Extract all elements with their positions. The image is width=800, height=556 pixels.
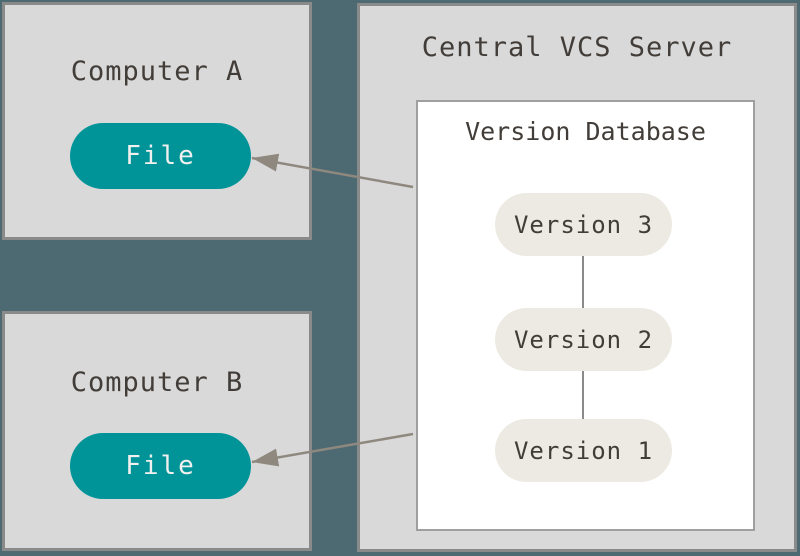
version-connector-2-1 (582, 371, 584, 419)
version-node-3-label: Version 3 (513, 210, 654, 239)
file-node-b-label: File (125, 451, 196, 481)
version-connector-3-2 (582, 256, 584, 308)
version-node-1: Version 1 (495, 419, 672, 482)
version-node-1-label: Version 1 (513, 436, 654, 465)
computer-a-panel: Computer A File (2, 2, 312, 240)
version-node-2: Version 2 (495, 308, 672, 371)
file-node-a: File (70, 123, 251, 189)
file-node-a-label: File (125, 141, 196, 171)
computer-b-panel: Computer B File (2, 311, 312, 551)
version-database-title: Version Database (465, 117, 706, 146)
central-vcs-server-title: Central VCS Server (421, 32, 733, 63)
computer-b-title: Computer B (70, 367, 244, 398)
version-database-box: Version Database Version 3 Version 2 Ver… (416, 100, 755, 531)
file-node-b: File (70, 433, 251, 499)
version-node-3: Version 3 (495, 193, 672, 256)
central-vcs-server-panel: Central VCS Server Version Database Vers… (357, 3, 797, 552)
computer-a-title: Computer A (70, 56, 244, 87)
version-node-2-label: Version 2 (513, 325, 654, 354)
